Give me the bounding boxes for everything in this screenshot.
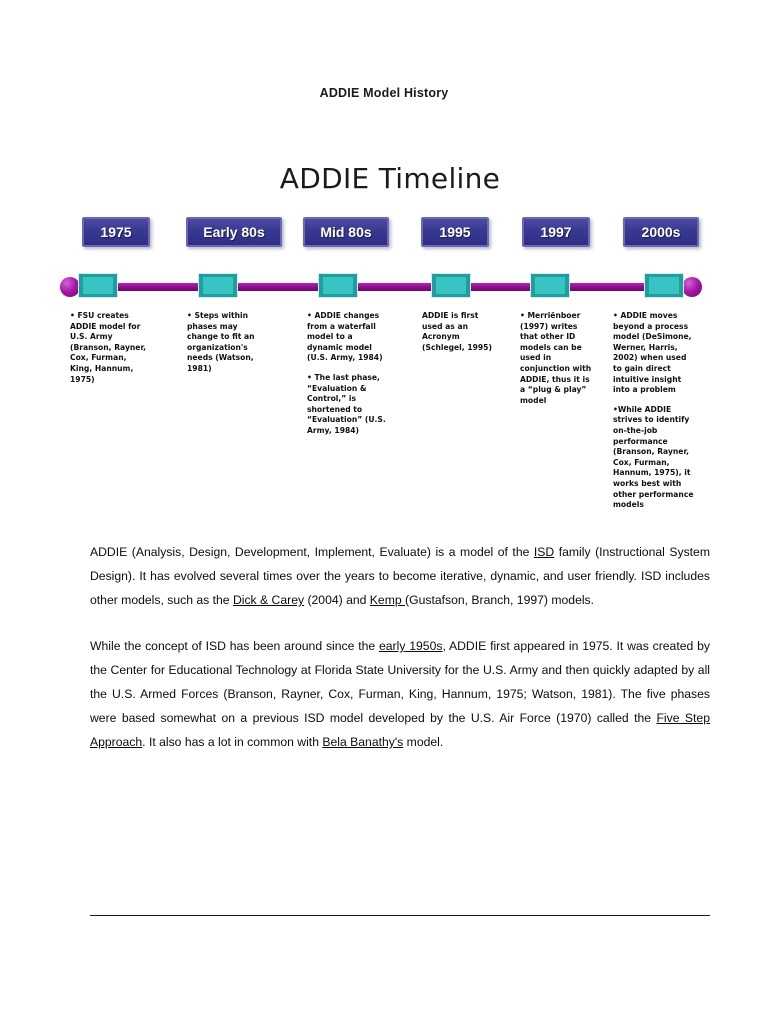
timeline-badge-2000s[interactable]: 2000s bbox=[623, 217, 699, 247]
timeline-badge-mid-80s[interactable]: Mid 80s bbox=[303, 217, 389, 247]
timeline-title: ADDIE Timeline bbox=[279, 162, 501, 195]
timeline-node-1975[interactable] bbox=[78, 273, 118, 298]
link-five-step-approach[interactable]: Five Step Approach bbox=[90, 711, 710, 749]
timeline-note-col-1997: • Merriënboer (1997) writes that other I… bbox=[520, 311, 592, 415]
link-bela-banathy[interactable]: Bela Banathy's bbox=[322, 735, 404, 749]
timeline-note-col-1995: ADDIE is first used as an Acronym (Schle… bbox=[422, 311, 498, 362]
timeline-start-cap-icon bbox=[60, 277, 80, 297]
p2-text-3: . It also has a lot in common with bbox=[142, 735, 323, 749]
p2-text-2: , ADDIE first appeared in 1975. It was c… bbox=[90, 639, 710, 725]
timeline-node-2000s[interactable] bbox=[644, 273, 684, 298]
note-text: • FSU creates ADDIE model for U.S. Army … bbox=[70, 311, 146, 384]
timeline-end-cap-icon bbox=[682, 277, 702, 297]
timeline-note-col-2000s: • ADDIE moves beyond a process model (De… bbox=[613, 311, 697, 520]
p1-text-2: family (Instructional System Design). It… bbox=[90, 545, 710, 607]
timeline-badge-1997[interactable]: 1997 bbox=[522, 217, 590, 247]
addie-timeline-graphic: ADDIE Timeline 1975 Early 80s Mid 80s 19… bbox=[60, 150, 720, 530]
timeline-note-col-mid-80s: • ADDIE changes from a waterfall model t… bbox=[307, 311, 387, 446]
link-early-1950s[interactable]: early 1950s bbox=[379, 639, 443, 653]
note-text: • The last phase, “Evaluation & Control,… bbox=[307, 372, 386, 435]
note-text: • ADDIE changes from a waterfall model t… bbox=[307, 311, 383, 363]
timeline-badge-row: 1975 Early 80s Mid 80s 1995 1997 2000s bbox=[60, 217, 720, 263]
timeline-rail-bar bbox=[70, 283, 692, 291]
article-body: ADDIE (Analysis, Design, Development, Im… bbox=[90, 540, 710, 776]
link-kemp[interactable]: Kemp bbox=[369, 593, 406, 607]
timeline-note-col-1975: • FSU creates ADDIE model for U.S. Army … bbox=[70, 311, 148, 394]
timeline-badge-1995[interactable]: 1995 bbox=[421, 217, 489, 247]
paragraph-2: While the concept of ISD has been around… bbox=[90, 634, 710, 754]
timeline-badge-early-80s[interactable]: Early 80s bbox=[186, 217, 282, 247]
timeline-node-1995[interactable] bbox=[431, 273, 471, 298]
link-isd[interactable]: ISD bbox=[533, 545, 555, 559]
p1-text-4: (Gustafson, Branch, 1997) models. bbox=[405, 593, 595, 607]
note-text: •While ADDIE strives to identify on-the-… bbox=[613, 404, 694, 510]
p2-text-4: model. bbox=[403, 735, 444, 749]
timeline-node-1997[interactable] bbox=[530, 273, 570, 298]
paragraph-1: ADDIE (Analysis, Design, Development, Im… bbox=[90, 540, 710, 612]
timeline-node-mid-80s[interactable] bbox=[318, 273, 358, 298]
note-text: ADDIE is first used as an Acronym (Schle… bbox=[422, 311, 492, 352]
note-text: • ADDIE moves beyond a process model (De… bbox=[613, 311, 692, 395]
p1-text-1: ADDIE (Analysis, Design, Development, Im… bbox=[90, 545, 534, 559]
timeline-note-col-early-80s: • Steps within phases may change to fit … bbox=[187, 311, 267, 384]
timeline-badge-1975[interactable]: 1975 bbox=[82, 217, 150, 247]
timeline-notes: • FSU creates ADDIE model for U.S. Army … bbox=[60, 311, 720, 551]
page-title: ADDIE Model History bbox=[319, 86, 449, 100]
p1-text-3: (2004) and bbox=[304, 593, 370, 607]
note-text: • Merriënboer (1997) writes that other I… bbox=[520, 311, 592, 405]
link-dick-and-carey[interactable]: Dick & Carey bbox=[232, 593, 305, 607]
p2-text-1: While the concept of ISD has been around… bbox=[90, 639, 379, 653]
footer-divider bbox=[90, 915, 710, 916]
note-text: • Steps within phases may change to fit … bbox=[187, 311, 255, 373]
timeline-node-early-80s[interactable] bbox=[198, 273, 238, 298]
timeline-rail bbox=[60, 273, 720, 299]
